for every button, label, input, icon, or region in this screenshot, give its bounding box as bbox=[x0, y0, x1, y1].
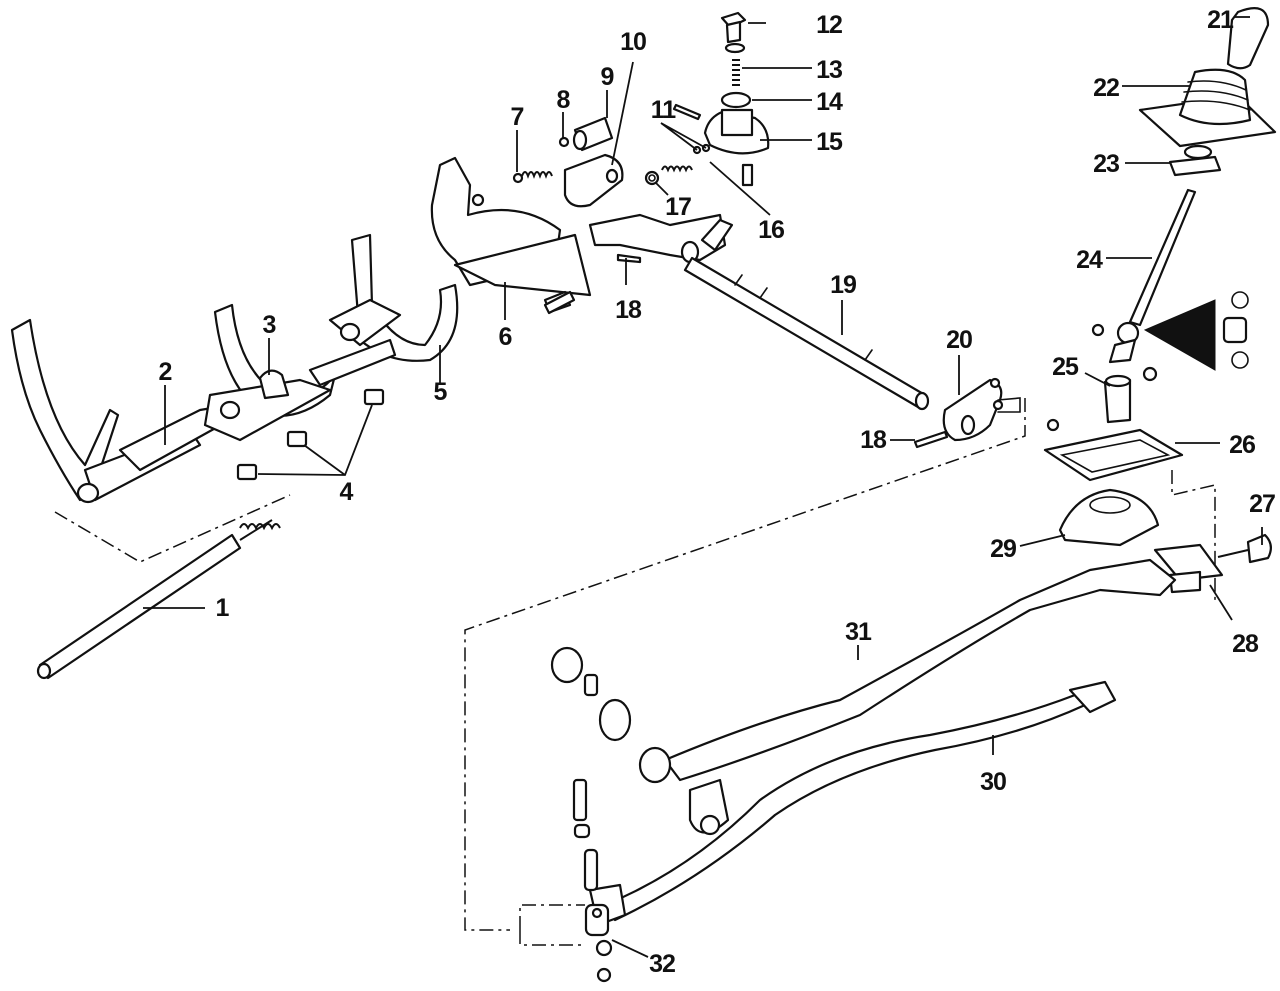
part-knob-21 bbox=[1226, 7, 1270, 70]
callout-8: 8 bbox=[557, 86, 571, 114]
callout-19: 19 bbox=[830, 271, 856, 299]
callout-30: 30 bbox=[980, 768, 1006, 796]
part-rod-end-32 bbox=[572, 778, 613, 983]
callout-13: 13 bbox=[816, 56, 842, 84]
callout-31: 31 bbox=[845, 618, 872, 646]
callout-labels: 1234567891011121314151617181819202122232… bbox=[159, 6, 1276, 978]
part-cover-26 bbox=[1043, 418, 1184, 482]
part-spring-7 bbox=[512, 171, 553, 184]
part-plug-17 bbox=[644, 170, 660, 186]
part-spring-16 bbox=[661, 165, 693, 173]
callout-26: 26 bbox=[1229, 431, 1255, 459]
callout-22: 22 bbox=[1093, 74, 1119, 102]
leader-lines bbox=[143, 16, 1263, 958]
callout-18: 18 bbox=[860, 426, 887, 454]
part-retainer-23 bbox=[1168, 144, 1222, 177]
callout-10: 10 bbox=[620, 28, 646, 56]
part-ball-8 bbox=[558, 136, 570, 148]
callout-11: 11 bbox=[651, 96, 677, 124]
part-housing-29 bbox=[1058, 488, 1160, 547]
part-fork-2 bbox=[10, 318, 232, 504]
part-selector-bracket bbox=[430, 156, 592, 314]
callout-15: 15 bbox=[816, 128, 843, 156]
callout-28: 28 bbox=[1232, 630, 1259, 658]
callout-2: 2 bbox=[159, 358, 172, 386]
part-detent-stack bbox=[703, 11, 770, 187]
callout-18: 18 bbox=[615, 296, 642, 324]
part-fork-5 bbox=[308, 233, 459, 387]
callout-5: 5 bbox=[434, 378, 448, 406]
part-fork-3 bbox=[203, 303, 337, 442]
callout-1: 1 bbox=[216, 594, 230, 622]
callout-29: 29 bbox=[990, 535, 1016, 563]
callout-25: 25 bbox=[1052, 353, 1079, 381]
callout-27: 27 bbox=[1249, 490, 1275, 518]
callout-17: 17 bbox=[665, 193, 691, 221]
callout-14: 14 bbox=[816, 88, 843, 116]
callout-16: 16 bbox=[758, 216, 784, 244]
part-selector-shaft bbox=[683, 256, 930, 411]
assembly-line-26 bbox=[1171, 470, 1216, 600]
part-damper-27 bbox=[1217, 533, 1272, 564]
callout-3: 3 bbox=[263, 311, 276, 339]
part-shift-lever-24 bbox=[1091, 188, 1249, 382]
assembly-line-32 bbox=[519, 904, 585, 946]
part-stabilizer-rod-31 bbox=[550, 558, 1177, 836]
callout-6: 6 bbox=[499, 323, 512, 351]
part-bushing-9 bbox=[572, 116, 614, 152]
callout-9: 9 bbox=[601, 63, 614, 91]
callout-4: 4 bbox=[340, 478, 354, 506]
part-boot-22 bbox=[1138, 68, 1277, 148]
callout-20: 20 bbox=[946, 326, 972, 354]
part-shaft-lever bbox=[913, 377, 1021, 449]
part-bushing-25 bbox=[1103, 374, 1132, 424]
callout-21: 21 bbox=[1207, 6, 1234, 34]
callout-24: 24 bbox=[1076, 246, 1103, 274]
part-screw-6 bbox=[543, 290, 576, 315]
part-selector-arm bbox=[588, 213, 734, 264]
part-shift-rail bbox=[36, 494, 291, 680]
callout-32: 32 bbox=[649, 950, 675, 978]
callout-7: 7 bbox=[511, 103, 524, 131]
assembly-line-20 bbox=[464, 398, 1026, 931]
callout-23: 23 bbox=[1093, 150, 1119, 178]
part-lever-10 bbox=[563, 153, 624, 208]
part-bracket-28 bbox=[1153, 543, 1224, 594]
callout-12: 12 bbox=[816, 11, 842, 39]
part-interlock-blocks bbox=[236, 388, 385, 481]
